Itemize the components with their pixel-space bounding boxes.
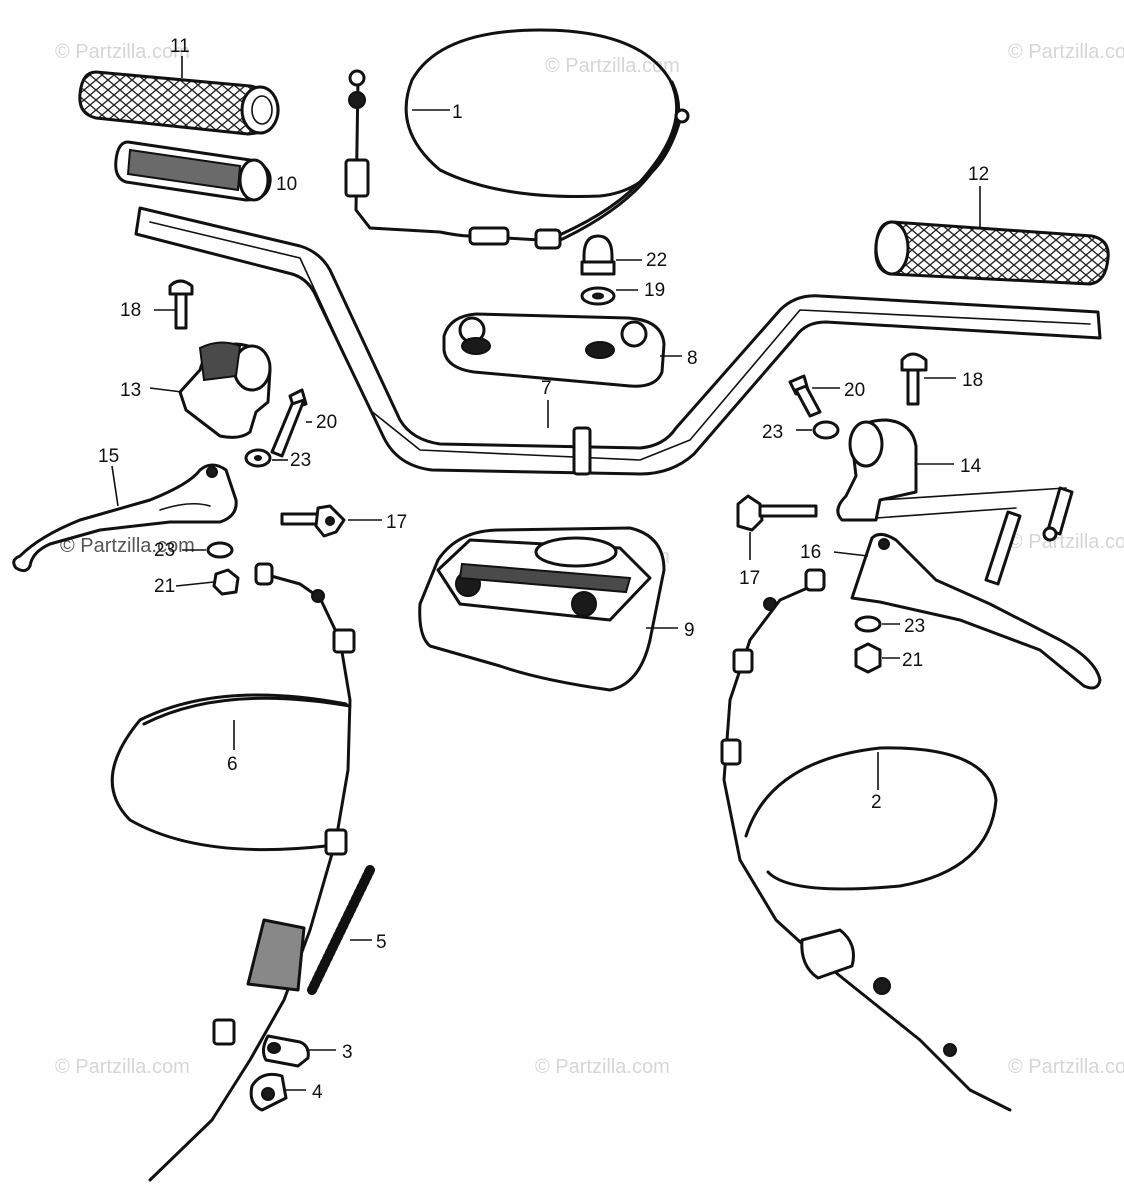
- clutch-lever: [12, 463, 238, 573]
- callout-4: 4: [312, 1082, 323, 1103]
- left-lever-bracket: [178, 341, 272, 439]
- left-grip: [78, 70, 280, 136]
- callout-23: 23: [762, 422, 783, 443]
- callout-18: 18: [120, 300, 141, 321]
- bolt: [900, 352, 928, 406]
- callout-20: 20: [844, 380, 865, 401]
- brake-cable: [720, 568, 1012, 1112]
- watermark: © Partzilla.com: [55, 41, 190, 63]
- nut: [854, 642, 882, 674]
- callout-20: 20: [316, 412, 337, 433]
- callout-10: 10: [276, 174, 297, 195]
- callout-22: 22: [646, 250, 667, 271]
- callout-18: 18: [962, 370, 983, 391]
- throttle-cable: [344, 28, 690, 250]
- cap-nut: [580, 234, 616, 276]
- brake-lever: [850, 533, 1102, 690]
- callout-1: 1: [452, 102, 463, 123]
- lower-holder: [418, 526, 666, 692]
- callout-6: 6: [227, 754, 238, 775]
- callout-2: 2: [871, 792, 882, 813]
- watermark: © Partzilla.com: [55, 1056, 190, 1078]
- callout-5: 5: [376, 932, 387, 953]
- callout-11: 11: [170, 36, 190, 57]
- callout-8: 8: [687, 348, 698, 369]
- pivot-bolt: [984, 510, 1022, 586]
- pivot-bolt: [1042, 486, 1074, 542]
- callout-17: 17: [386, 512, 407, 533]
- watermark: © Partzilla.com: [1008, 41, 1124, 63]
- callout-12: 12: [968, 164, 989, 185]
- cable-fitting: [261, 1034, 310, 1068]
- callout-21: 21: [154, 576, 175, 597]
- washer: [580, 286, 616, 306]
- callout-23: 23: [904, 616, 925, 637]
- screw: [270, 388, 308, 458]
- callout-23: 23: [290, 450, 311, 471]
- cable-nut: [249, 1072, 288, 1112]
- handlebar: [134, 206, 1102, 476]
- callout-3: 3: [342, 1042, 353, 1063]
- callout-21: 21: [902, 650, 923, 671]
- right-grip: [874, 220, 1110, 286]
- callout-9: 9: [684, 620, 695, 641]
- watermark: © Partzilla.com: [545, 55, 680, 77]
- callout-17: 17: [739, 568, 760, 589]
- upper-holder: [442, 312, 666, 388]
- callout-16: 16: [800, 542, 821, 563]
- watermark: © Partzilla.com: [60, 535, 195, 557]
- throttle-sleeve: [114, 140, 272, 202]
- callout-7: 7: [541, 378, 552, 399]
- cable-spring: [307, 865, 375, 995]
- callout-19: 19: [644, 280, 665, 301]
- callout-14: 14: [960, 456, 982, 477]
- washer: [812, 420, 840, 440]
- washer: [244, 448, 272, 468]
- screw: [788, 374, 822, 418]
- right-lever-bracket: [836, 418, 1067, 522]
- clutch-cable: [110, 562, 356, 1182]
- callout-15: 15: [98, 446, 119, 467]
- callouts: 1 2 3 4 5 6 7 8 9 10 11 12 13 14 15 16 1: [98, 36, 989, 1103]
- washer: [854, 615, 882, 633]
- cable-adjuster: [736, 494, 818, 532]
- callout-23: 23: [154, 540, 175, 561]
- watermark: © Partzilla.com: [1008, 1056, 1124, 1078]
- watermark: © Partzilla.com: [1008, 531, 1124, 553]
- bolt: [168, 279, 194, 330]
- nut: [212, 568, 240, 596]
- callout-13: 13: [120, 380, 141, 401]
- washer: [206, 541, 234, 559]
- watermark: © Partzilla.com: [535, 1056, 670, 1078]
- cable-adjuster: [280, 504, 346, 538]
